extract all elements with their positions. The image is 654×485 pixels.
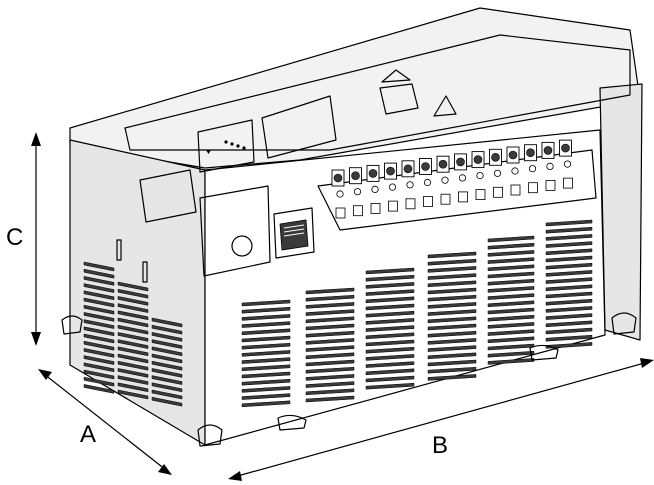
terminal-slot xyxy=(423,196,433,207)
dimension-arrow-c-bottom xyxy=(31,332,41,346)
nav-button-right xyxy=(433,95,457,117)
terminal-screw-icon xyxy=(366,164,380,193)
left-end-slot-1 xyxy=(116,239,122,261)
left-end-slot-2 xyxy=(142,261,148,283)
dimension-arrow-b-end xyxy=(640,358,654,368)
right-side-face xyxy=(599,83,643,341)
terminal-screw-icon xyxy=(454,153,467,182)
nav-button-center xyxy=(379,83,419,115)
terminal-screw-icon xyxy=(471,151,485,180)
vent-group xyxy=(545,219,593,349)
terminal-slot xyxy=(475,189,486,201)
vent-group xyxy=(151,317,183,407)
terminal-screw-icon xyxy=(506,146,520,175)
terminal-screw-icon xyxy=(331,169,345,198)
terminal-slot xyxy=(405,198,416,210)
dimension-label-c: C xyxy=(6,224,23,251)
terminal-slot xyxy=(563,177,573,189)
terminal-screw-icon xyxy=(384,162,397,191)
vent-group xyxy=(365,267,415,390)
terminal-screw-icon xyxy=(524,144,537,173)
terminal-block xyxy=(317,139,597,231)
status-led-icon xyxy=(206,140,246,154)
terminal-slot xyxy=(458,191,468,203)
terminal-screw-icon xyxy=(489,148,502,177)
ventilation-slots xyxy=(83,219,593,408)
vent-group xyxy=(305,287,355,403)
expansion-connector xyxy=(139,169,197,223)
terminal-slot xyxy=(440,193,451,205)
battery-compartment xyxy=(199,185,271,277)
dimension-label-b: B xyxy=(432,432,448,459)
lcd-window xyxy=(261,95,337,159)
battery-cover-knob xyxy=(231,235,253,257)
dimension-b: B xyxy=(228,358,654,481)
terminal-slot xyxy=(353,205,363,217)
terminal-slot xyxy=(335,207,346,219)
status-indicator-panel xyxy=(197,119,255,173)
vent-group xyxy=(427,251,477,381)
terminal-slot xyxy=(370,202,381,214)
dimension-arrow-c-top xyxy=(31,132,41,146)
vent-group xyxy=(241,299,291,408)
terminal-screw-icon xyxy=(436,155,450,184)
terminal-slots xyxy=(335,177,573,219)
terminal-slot xyxy=(528,182,538,194)
vent-group xyxy=(487,235,535,365)
dimension-c: C xyxy=(6,132,41,346)
dimension-arrow-a-start xyxy=(38,369,52,380)
terminal-screw-icon xyxy=(401,160,415,189)
vent-group xyxy=(117,281,149,400)
terminal-screws xyxy=(331,139,572,198)
dimension-arrow-a-end xyxy=(158,464,172,475)
terminal-screw-icon xyxy=(559,139,572,168)
dimension-a: A xyxy=(38,369,172,475)
terminal-slot xyxy=(510,184,521,196)
nav-button-up xyxy=(381,69,411,83)
dimension-arrow-b-start xyxy=(228,471,242,481)
vent-group xyxy=(83,261,115,394)
terminal-screw-icon xyxy=(419,158,432,187)
terminal-slot xyxy=(545,179,556,191)
terminal-screw-icon xyxy=(349,167,362,196)
ethernet-port-icon xyxy=(273,207,315,259)
terminal-slot xyxy=(388,200,398,212)
top-cover-panel xyxy=(124,34,631,151)
dimension-label-a: A xyxy=(80,421,96,448)
terminal-screw-icon xyxy=(541,141,555,170)
mounting-feet xyxy=(61,312,637,447)
controller-body xyxy=(61,7,643,447)
terminal-slot xyxy=(493,186,503,198)
